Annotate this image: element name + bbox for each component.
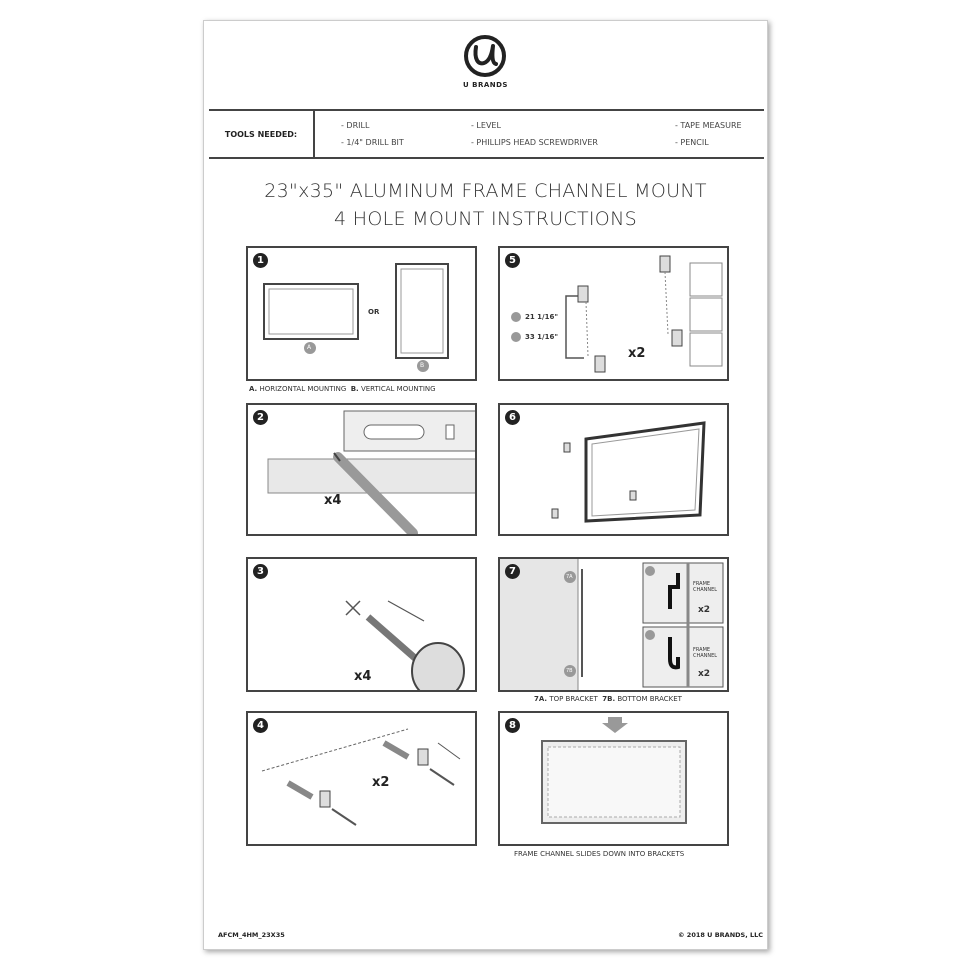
- ubrands-logo: [464, 35, 506, 77]
- bracket-measurement-illustration: [511, 255, 723, 373]
- or-label: OR: [368, 308, 380, 316]
- tools-label: TOOLS NEEDED:: [209, 111, 315, 157]
- hang-frame-illustration: [551, 421, 706, 523]
- step-7-caption: 7A. TOP BRACKET 7B. BOTTOM BRACKET: [534, 695, 682, 703]
- step-3-panel: 3 x4: [246, 557, 477, 692]
- frame-slide-illustration: [541, 717, 687, 824]
- step-6-panel: 6: [498, 403, 729, 536]
- quantity-label: x2: [698, 669, 711, 679]
- quantity-label: x4: [324, 493, 342, 508]
- tools-needed-row: TOOLS NEEDED: - DRILL - 1/4" DRILL BIT -…: [209, 109, 764, 159]
- quantity-label: x2: [372, 775, 390, 790]
- anchor-and-bracket-illustration: [261, 728, 461, 826]
- caption-vertical: VERTICAL MOUNTING: [360, 385, 436, 393]
- caption-key: A.: [249, 385, 258, 393]
- caption-key: B.: [350, 385, 359, 393]
- badge-7a: 7A: [566, 574, 573, 580]
- caption-key: 7B.: [602, 695, 616, 703]
- bracket-detail-illustration: [500, 559, 724, 690]
- drill-holes-illustration: [345, 600, 465, 690]
- step-number: 4: [253, 718, 268, 733]
- quantity-label: x2: [628, 346, 646, 361]
- brand-name: U BRANDS: [463, 81, 508, 89]
- tool-item: - TAPE MEASURE: [675, 121, 742, 130]
- level-and-pencil-illustration: [267, 410, 475, 534]
- step-number: 6: [505, 410, 520, 425]
- step-number: 3: [253, 564, 268, 579]
- caption-key: 7A.: [534, 695, 548, 703]
- step-number: 8: [505, 718, 520, 733]
- frame-channel-label: FRAME CHANNEL: [693, 647, 718, 659]
- tool-item: - DRILL: [341, 121, 370, 130]
- tool-item: - LEVEL: [471, 121, 501, 130]
- tool-item: - PHILLIPS HEAD SCREWDRIVER: [471, 138, 598, 147]
- step-8-panel: 8: [498, 711, 729, 846]
- frame-channel-label: FRAME CHANNEL: [693, 581, 718, 593]
- caption-horizontal: HORIZONTAL MOUNTING: [259, 385, 347, 393]
- document-code: AFCM_4HM_23X35: [218, 931, 285, 939]
- title-line-2: 4 HOLE MOUNT INSTRUCTIONS: [334, 208, 637, 230]
- step-number: 2: [253, 410, 268, 425]
- badge-a: A: [307, 344, 312, 351]
- step-number: 5: [505, 253, 520, 268]
- quantity-label: x4: [354, 669, 372, 684]
- badge-7b: 7B: [566, 668, 573, 674]
- step-8-caption: FRAME CHANNEL SLIDES DOWN INTO BRACKETS: [514, 850, 685, 858]
- step-7-panel: 7 7A 7B FRAME CHANNEL x2 FRAME CHANNEL x…: [498, 557, 729, 692]
- step-5-panel: 5 21 1/16" 33 1/16" x2: [498, 246, 729, 381]
- step-number: 1: [253, 253, 268, 268]
- page-title: 23"x35" ALUMINUM FRAME CHANNEL MOUNT 4 H…: [204, 177, 767, 233]
- quantity-label: x2: [698, 605, 711, 615]
- measurement-b: 33 1/16": [525, 333, 558, 341]
- caption-top-bracket: TOP BRACKET: [549, 695, 598, 703]
- step-4-panel: 4 x2: [246, 711, 477, 846]
- tool-item: - 1/4" DRILL BIT: [341, 138, 404, 147]
- step-1-caption: A. HORIZONTAL MOUNTING B. VERTICAL MOUNT…: [249, 385, 436, 393]
- mounting-orientation-illustration: [263, 263, 449, 372]
- caption-bottom-bracket: BOTTOM BRACKET: [617, 695, 682, 703]
- copyright: © 2018 U BRANDS, LLC: [678, 931, 763, 939]
- step-2-panel: 2 x4: [246, 403, 477, 536]
- tool-item: - PENCIL: [675, 138, 709, 147]
- badge-b: B: [420, 362, 425, 369]
- step-number: 7: [505, 564, 520, 579]
- measurement-a: 21 1/16": [525, 313, 558, 321]
- step-1-panel: 1 OR A B: [246, 246, 477, 381]
- instruction-sheet: U BRANDS TOOLS NEEDED: - DRILL - 1/4" DR…: [203, 20, 768, 950]
- title-line-1: 23"x35" ALUMINUM FRAME CHANNEL MOUNT: [264, 180, 707, 202]
